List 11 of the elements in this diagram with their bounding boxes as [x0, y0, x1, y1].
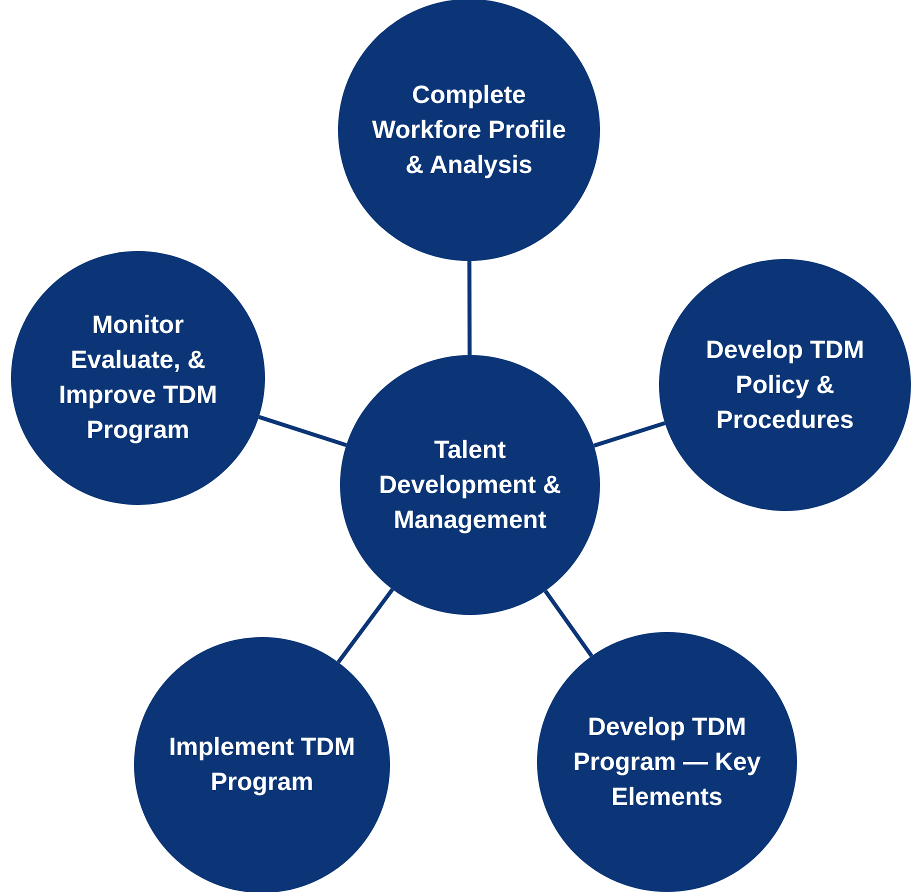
connector-line — [336, 588, 394, 664]
connector-line — [258, 415, 347, 448]
stage-label: Monitor Evaluate, & Improve TDM Program — [58, 310, 218, 446]
stage-label: Complete Workfore Profile & Analysis — [370, 80, 568, 180]
stage-label: Develop TDM Policy & Procedures — [704, 334, 866, 436]
stage-label: Implement TDM Program — [168, 732, 356, 798]
connector-line — [467, 261, 472, 355]
connector-line — [544, 590, 594, 658]
stage-label: Talent Development & Management — [378, 434, 562, 536]
stage-label: Develop TDM Program — Key Elements — [572, 712, 762, 812]
connector-line — [593, 421, 666, 448]
